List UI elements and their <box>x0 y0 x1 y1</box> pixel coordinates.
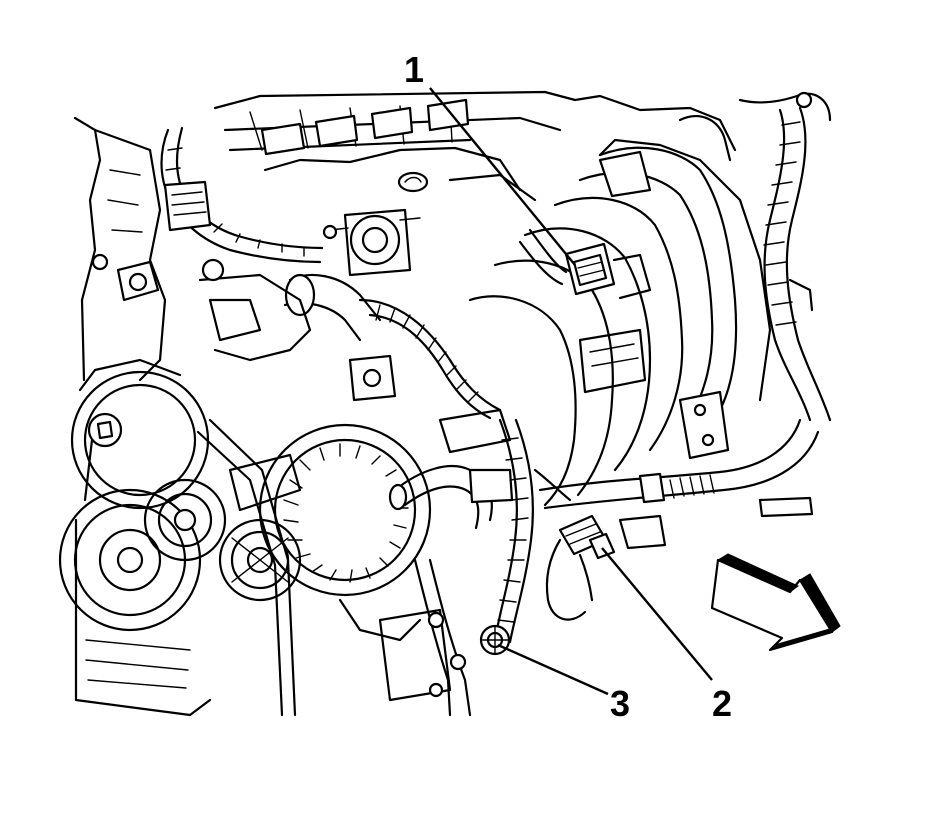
idler-pulley <box>143 478 227 562</box>
ground-stud <box>479 624 511 656</box>
ground-harness <box>378 418 534 717</box>
lower-hose <box>538 418 820 550</box>
front-direction-arrow-icon <box>710 553 841 652</box>
intake-elbow <box>198 258 382 362</box>
generator <box>218 354 432 642</box>
crankshaft-pulley <box>70 358 210 510</box>
callout-1: 1 <box>404 49 424 90</box>
upper-left-harness <box>160 126 324 264</box>
callout-2: 2 <box>712 683 732 724</box>
intake-manifold <box>468 138 772 507</box>
harness-connector <box>533 468 616 621</box>
callout-3: 3 <box>610 683 630 724</box>
leader-line-3 <box>497 643 609 696</box>
leader-lines <box>429 87 713 696</box>
sensor-connector <box>518 228 652 300</box>
throttle-body <box>322 208 421 277</box>
valve-cover <box>213 90 737 202</box>
timing-cover <box>73 116 167 382</box>
leader-line-1 <box>429 87 576 266</box>
center-hoses <box>358 298 514 530</box>
leader-line-2 <box>601 547 713 681</box>
right-harness <box>678 91 832 422</box>
